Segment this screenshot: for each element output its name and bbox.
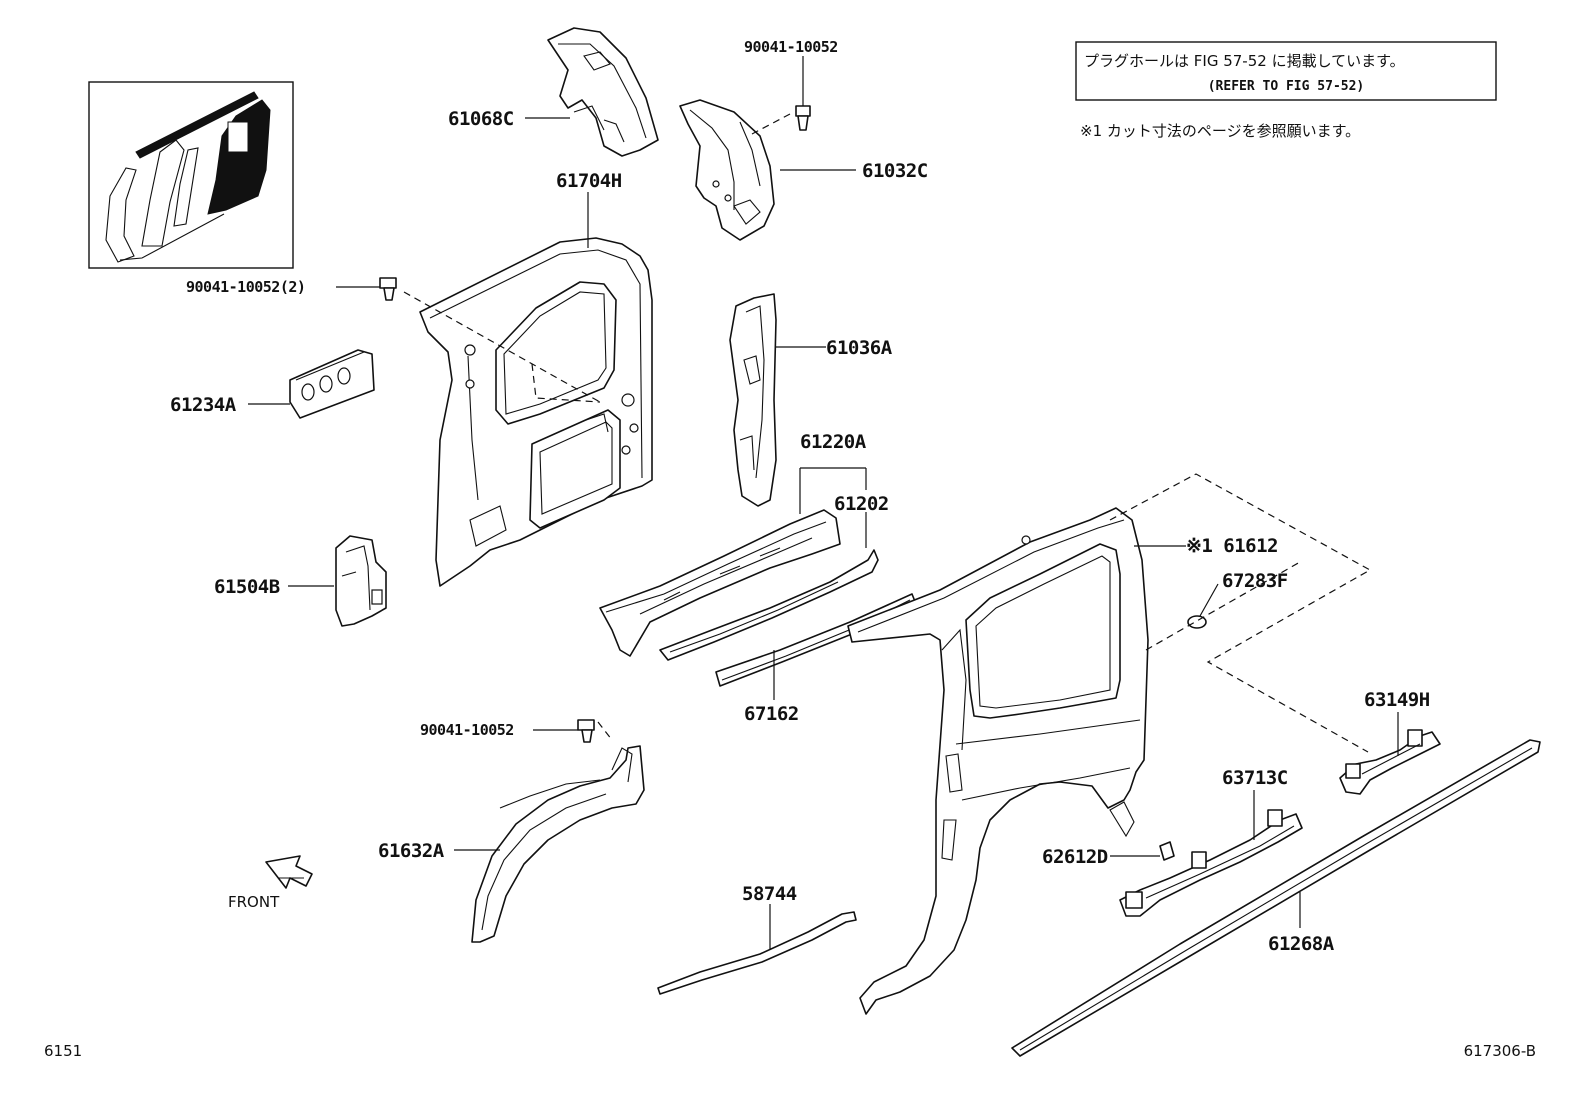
part-61504b-shape bbox=[335, 535, 387, 627]
part-67162-shape bbox=[715, 593, 917, 687]
corner-code-left: 6151 bbox=[44, 1042, 82, 1060]
note-plug-hole-en: (REFER TO FIG 57-52) bbox=[1208, 79, 1365, 94]
label-63713c: 63713C bbox=[1222, 767, 1288, 789]
label-62612d: 62612D bbox=[1042, 846, 1108, 868]
part-58744-shape bbox=[657, 911, 857, 995]
label-63149h: 63149H bbox=[1364, 689, 1430, 711]
inset-overview bbox=[88, 81, 294, 269]
label-61234a: 61234A bbox=[170, 394, 237, 416]
part-61268a-shape bbox=[1011, 739, 1541, 1057]
note-box: プラグホールは FIG 57-52 に掲載しています。 (REFER TO FI… bbox=[1075, 41, 1497, 101]
label-67283f: 67283F bbox=[1222, 570, 1288, 592]
label-90041-2: 90041-10052(2) bbox=[186, 278, 305, 296]
dashed-guides bbox=[403, 113, 1372, 753]
label-61504b: 61504B bbox=[214, 576, 280, 598]
part-61612-shape bbox=[847, 507, 1149, 1015]
screw-mid-icon bbox=[577, 719, 595, 743]
part-61704h-shape bbox=[419, 237, 653, 587]
part-61068c-shape bbox=[547, 27, 659, 157]
note-plug-hole-jp: プラグホールは FIG 57-52 に掲載しています。 bbox=[1084, 52, 1405, 70]
front-arrow-icon bbox=[265, 855, 313, 889]
label-61268a: 61268A bbox=[1268, 933, 1335, 955]
screw-top-icon bbox=[795, 105, 811, 131]
screw-left-icon bbox=[379, 277, 397, 301]
leader-lines bbox=[248, 56, 1399, 950]
label-61036a: 61036A bbox=[826, 337, 893, 359]
label-90041-mid: 90041-10052 bbox=[420, 721, 514, 739]
part-63713c-shape bbox=[1119, 809, 1303, 917]
label-61202: 61202 bbox=[834, 493, 889, 515]
part-61220a-shape bbox=[599, 509, 841, 657]
label-90041-top: 90041-10052 bbox=[744, 38, 838, 56]
part-61234a-shape bbox=[289, 349, 375, 419]
label-58744: 58744 bbox=[742, 883, 797, 905]
part-61036a-shape bbox=[729, 293, 777, 507]
plug-67283f-icon bbox=[1187, 615, 1207, 629]
part-61032c-shape bbox=[679, 99, 775, 241]
note-cut-size: ※1 カット寸法のページを参照願います。 bbox=[1080, 122, 1360, 140]
label-67162: 67162 bbox=[744, 703, 799, 725]
clip-62612d-icon bbox=[1159, 841, 1175, 861]
part-61202-shape bbox=[659, 549, 879, 661]
corner-code-right: 617306-B bbox=[1464, 1042, 1536, 1060]
part-61632a-shape bbox=[471, 745, 645, 943]
label-61032c: 61032C bbox=[862, 160, 928, 182]
label-61068c: 61068C bbox=[448, 108, 514, 130]
part-63149h-shape bbox=[1339, 729, 1441, 795]
label-61704h: 61704H bbox=[556, 170, 622, 192]
label-61632a: 61632A bbox=[378, 840, 445, 862]
label-61612: ※1 61612 bbox=[1186, 535, 1278, 557]
front-label: FRONT bbox=[228, 893, 280, 911]
label-61220a: 61220A bbox=[800, 431, 867, 453]
